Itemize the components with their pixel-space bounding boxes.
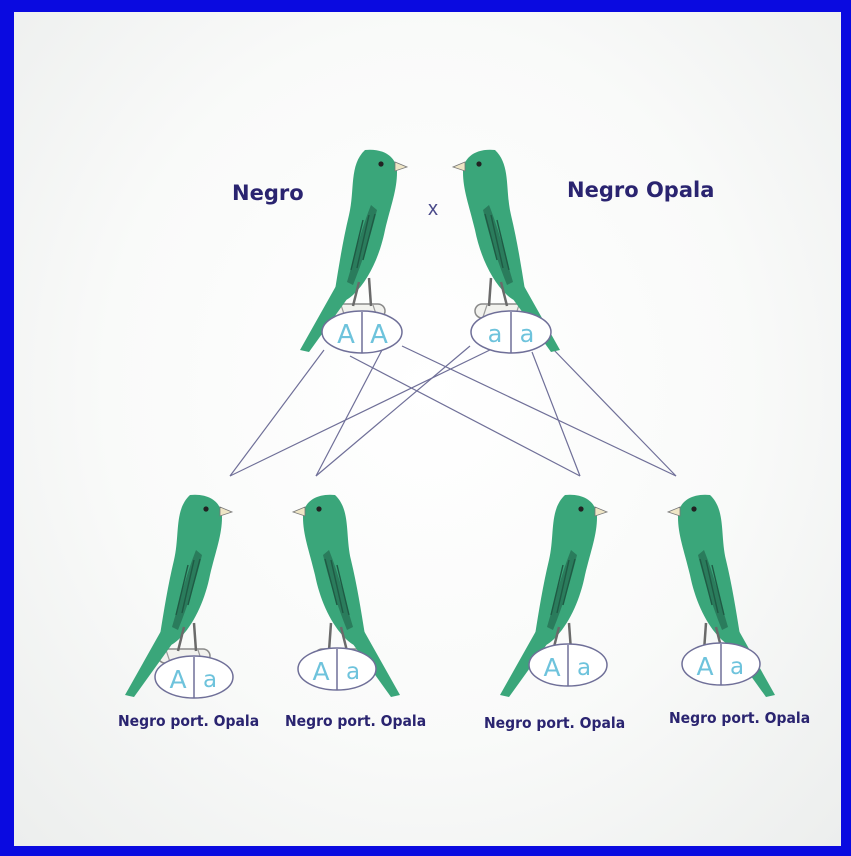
allele-p2-1: a xyxy=(488,320,503,348)
svg-text:A: A xyxy=(312,657,329,686)
svg-text:a: a xyxy=(346,659,360,685)
svg-text:A: A xyxy=(169,665,186,694)
allele-p2-2: a xyxy=(520,320,535,348)
genotype-offspring-1: A a xyxy=(154,655,234,699)
offspring-label-1: Negro port. Opala xyxy=(118,712,260,730)
parent-label-negro-opala: Negro Opala xyxy=(567,178,715,202)
svg-text:a: a xyxy=(203,667,217,693)
cross-symbol: x xyxy=(428,198,438,220)
allele-p1-1: A xyxy=(337,320,355,350)
genotype-offspring-4: A a xyxy=(681,642,761,686)
allele-p1-2: A xyxy=(370,320,388,350)
svg-text:A: A xyxy=(543,653,560,682)
parent-label-negro: Negro xyxy=(232,181,304,205)
svg-text:a: a xyxy=(577,655,591,681)
offspring-label-3: Negro port. Opala xyxy=(484,714,626,732)
svg-text:A: A xyxy=(696,652,713,681)
genotype-offspring-2: A a xyxy=(297,647,377,691)
genotype-offspring-3: A a xyxy=(528,643,608,687)
genotype-parent-1: A A xyxy=(321,310,403,354)
slide-canvas xyxy=(14,12,841,846)
inheritance-lines xyxy=(229,345,677,477)
genotype-parent-2: a a xyxy=(470,310,552,354)
svg-text:a: a xyxy=(730,654,744,680)
offspring-label-2: Negro port. Opala xyxy=(285,712,427,730)
offspring-label-4: Negro port. Opala xyxy=(669,709,811,727)
